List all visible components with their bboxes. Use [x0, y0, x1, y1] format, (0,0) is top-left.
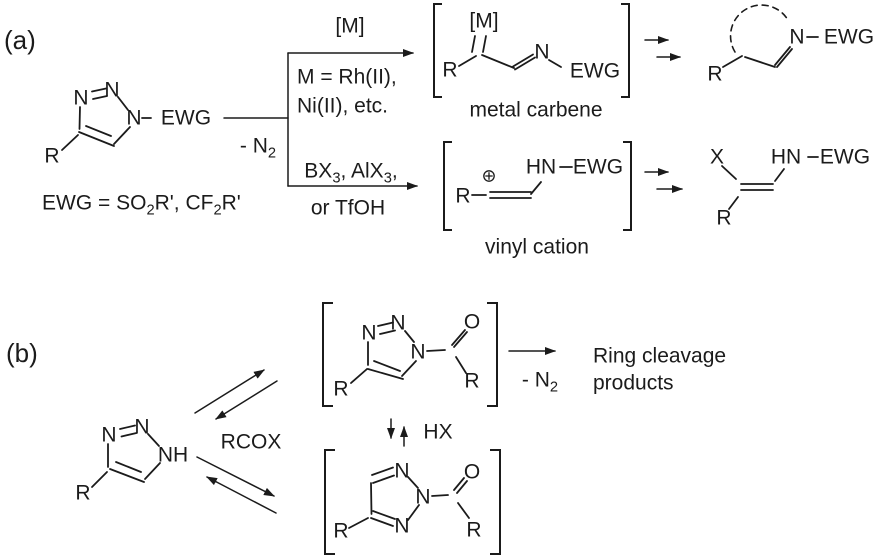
nh-triazole-atom-n2: N: [134, 415, 150, 439]
double-arrow-bottom: [644, 168, 683, 193]
nh-triazole-bonds: [91, 424, 161, 488]
reactant-atom-n3: N: [73, 86, 89, 110]
n2-acyl-atom-o: O: [463, 460, 481, 484]
n2-acyl-atom-nbot: N: [394, 514, 410, 538]
metal-carbene-bracket: [433, 3, 630, 98]
n1-acyl-atom-o: O: [463, 310, 481, 334]
vinyl-cation-ewg-label: EWG: [572, 155, 624, 179]
reactant-ewg-label: EWG: [160, 106, 212, 130]
vinyl-product-ewg-label: EWG: [819, 145, 871, 169]
n1-acyl-bracket: [322, 302, 498, 407]
vinyl-product-bonds: [721, 156, 819, 210]
metal-arrow-label: [M]: [335, 14, 365, 38]
n1-acyl-triazole-bonds: [350, 321, 468, 384]
hx-equilibrium-arrows: [387, 418, 408, 447]
products-line2: products: [593, 371, 674, 395]
reactant-atom-n2: N: [104, 78, 120, 102]
vinyl-product-hn-label: HN: [770, 145, 802, 169]
metal-carbene-caption: metal carbene: [469, 98, 603, 122]
vinyl-cation-bonds: [471, 166, 573, 199]
branch-arrows: [223, 49, 418, 190]
vinyl-product-x-label: X: [709, 145, 725, 169]
panel-b-label: (b): [6, 338, 38, 368]
vinyl-cation-caption: vinyl cation: [485, 235, 589, 259]
cyclic-product-ewg-label: EWG: [823, 25, 875, 49]
plus-charge-icon: [483, 170, 495, 182]
equilibrium-arrows-lower: [196, 456, 277, 514]
carbene-ewg-label: EWG: [569, 59, 621, 83]
products-line1: Ring cleavage: [593, 344, 727, 368]
carbene-m-label: [M]: [469, 9, 499, 33]
equilibrium-arrows-upper: [194, 369, 278, 420]
lewis-conditions-line1: BX3, AlX3,: [304, 159, 398, 187]
n1-acyl-acyl-r-label: R: [464, 369, 480, 393]
minus-n2-label-a: - N2: [239, 134, 277, 162]
vinyl-cation-hn-label: HN: [525, 155, 557, 179]
n1-acyl-atom-n1: N: [410, 340, 426, 364]
vinyl-product-r-label: R: [716, 206, 732, 230]
cyclic-product-bonds: [722, 4, 819, 68]
reactant-triazole-bonds: [61, 87, 152, 151]
vinyl-cation-bracket: [443, 141, 632, 231]
reactant-atom-n1: N: [126, 106, 142, 130]
metal-conditions-line2: Ni(II), etc.: [297, 94, 389, 118]
n2-acyl-triazole-bonds: [348, 466, 470, 529]
acylation-reagent-label: RCOX: [220, 430, 282, 454]
double-arrow-top: [644, 36, 681, 61]
n1-acyl-atom-n3: N: [361, 321, 377, 345]
nh-triazole-r-label: R: [75, 481, 91, 505]
cyclic-product-n-label: N: [789, 25, 805, 49]
n1-acyl-ring-r-label: R: [333, 377, 349, 401]
carbene-r-label: R: [442, 58, 458, 82]
n1-acyl-atom-n2: N: [390, 311, 406, 335]
reactant-r-label: R: [44, 144, 60, 168]
n2-acyl-atom-n2: N: [415, 485, 431, 509]
hx-label: HX: [423, 420, 453, 444]
n2-acyl-acyl-r-label: R: [466, 518, 482, 542]
metal-carbene-bonds: [458, 35, 562, 71]
ewg-definition: EWG = SO2R', CF2R': [42, 191, 241, 219]
minus-n2-label-b: - N2: [521, 368, 559, 396]
carbene-n-label: N: [534, 40, 550, 64]
cyclic-product-r-label: R: [707, 62, 723, 86]
nh-triazole-atom-nh: NH: [157, 443, 189, 467]
metal-conditions-line1: M = Rh(II),: [297, 65, 397, 89]
n2-acyl-bracket: [324, 449, 501, 555]
vinyl-cation-r-label: R: [455, 184, 471, 208]
n2-acyl-atom-ntop: N: [394, 459, 410, 483]
panel-a-label: (a): [4, 25, 36, 55]
nh-triazole-atom-n3: N: [101, 423, 117, 447]
lewis-conditions-line2: or TfOH: [310, 196, 386, 220]
n2-acyl-ring-r-label: R: [333, 519, 349, 543]
